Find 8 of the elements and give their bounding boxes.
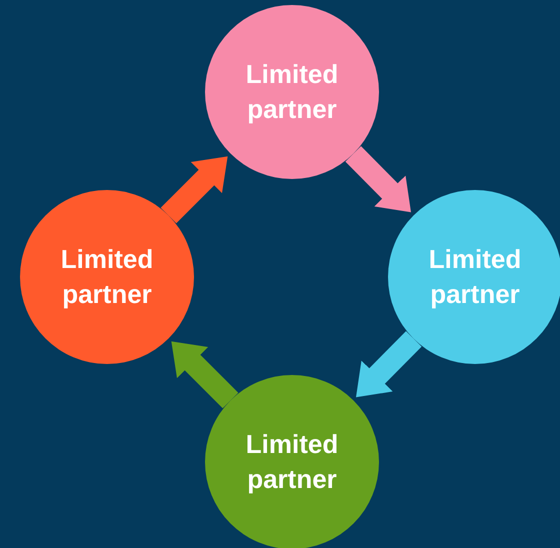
node-label: Limited partner xyxy=(60,243,154,311)
block-arrow xyxy=(345,146,411,212)
block-arrow xyxy=(356,331,422,398)
node-label: Limited partner xyxy=(428,243,522,311)
block-arrow xyxy=(171,341,238,408)
node-label: Limited partner xyxy=(244,428,340,496)
node-label: Limited partner xyxy=(244,58,340,126)
block-arrow xyxy=(160,156,228,224)
